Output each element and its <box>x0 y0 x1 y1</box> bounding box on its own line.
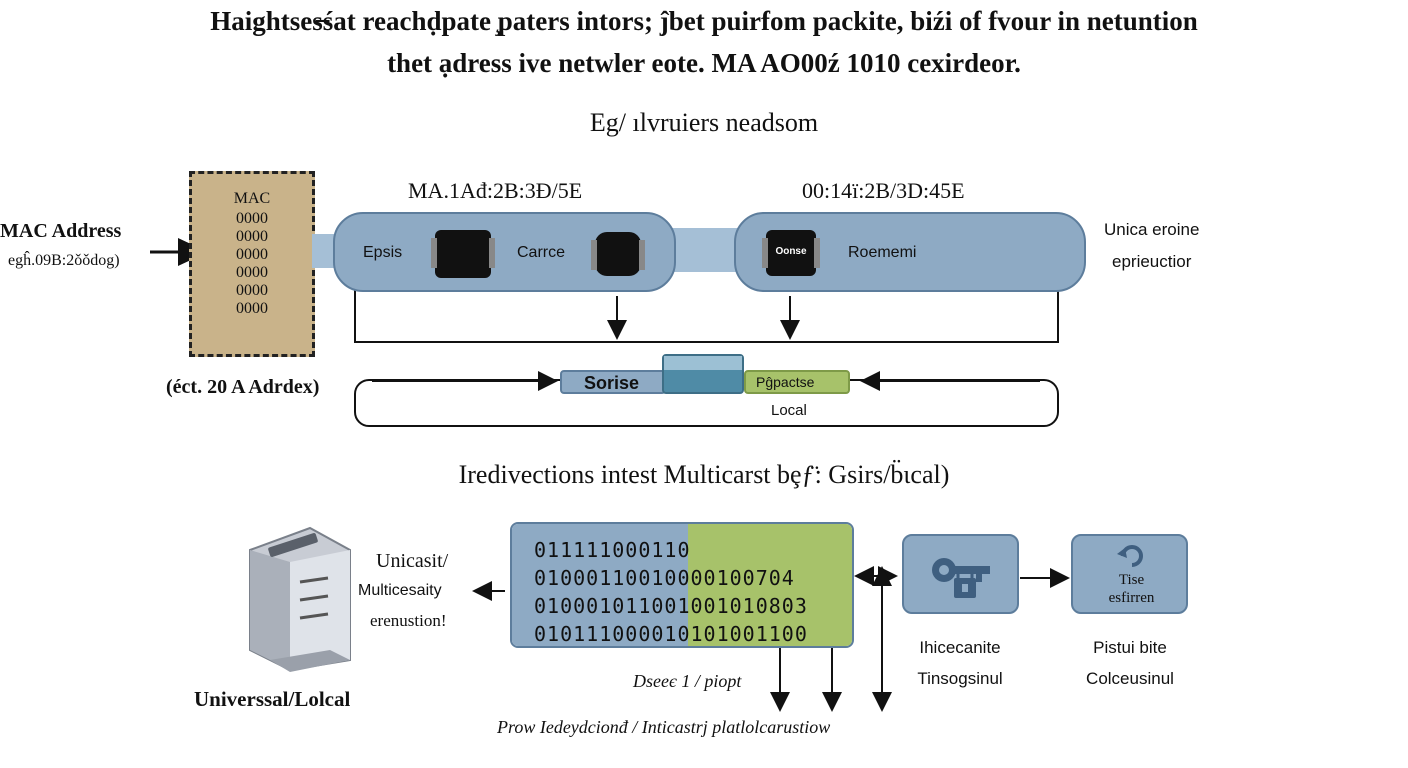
refresh-icon <box>1117 545 1143 567</box>
tse-box: Tise esfirren <box>1071 534 1188 614</box>
header-line-1: Haightses̶śat reachḍpate ̧paters intors… <box>210 6 1198 36</box>
mac-address-example: egĥ.09B:2ǒǒdog) <box>8 252 120 269</box>
mac-bit-row: 0000 <box>236 300 268 317</box>
binary-row: 011111000110 <box>534 538 691 562</box>
device-pill-left: Epsis Carrce <box>333 212 676 292</box>
tse-line-2: esfirren <box>1108 590 1155 606</box>
middle-block <box>662 354 744 394</box>
binary-caption: Dseeє 1 / piopt <box>633 671 742 691</box>
binary-block: 011111000110 01000110010000100704 010001… <box>510 522 854 648</box>
bottom-caption: Prow Iedeydcionđ / Inticastrj platlolcar… <box>497 717 831 737</box>
binary-row: 010001011001001010803 <box>534 594 808 618</box>
mac-bit-row: 0000 <box>236 210 268 227</box>
section-1-title: Eg/ ılvruiers neadsom <box>589 108 819 137</box>
device-label-epsis: Epsis <box>363 244 403 261</box>
binary-row: 01000110010000100704 <box>534 566 795 590</box>
pgpactse-label: Pĝpactse <box>756 374 815 390</box>
binary-row: 010111000010101001100 <box>534 622 808 646</box>
tse-caption-1: Pistui bite <box>1093 638 1167 657</box>
mac-bit-row: 0000 <box>236 246 268 263</box>
server-caption-1: Unicasit/ <box>376 550 449 572</box>
server-icon <box>249 526 351 672</box>
address-left: MA.1Ađ:2B:3Đ/5E <box>408 178 583 203</box>
local-label: Local <box>771 402 807 419</box>
ethernet-port-icon <box>591 232 645 276</box>
sorise-bar: Sorise <box>560 370 666 394</box>
mac-address-box: MAC 0000 0000 0000 0000 0000 0000 <box>189 171 315 357</box>
universal-local-label: Universsal/Lolcal <box>194 687 351 711</box>
key-lock-icon <box>932 558 990 598</box>
ethernet-port-icon <box>431 230 495 278</box>
top-bracket <box>354 290 1059 343</box>
ethernet-port-icon: Oonse <box>762 230 820 276</box>
tse-line-1: Tise <box>1118 572 1145 588</box>
server-caption-2: Multicesaity <box>358 582 442 599</box>
right-note-line-2: eprieuctior <box>1112 252 1192 271</box>
port-text: Oonse <box>775 246 807 257</box>
address-right: 00:14ї:2B/3D:45E <box>802 178 965 203</box>
key-lock-box <box>902 534 1019 614</box>
device-label-carrce: Carrce <box>517 244 566 261</box>
section-2-title: Iredivections intest Multicarst bȩƒ̈: Gs… <box>458 460 950 489</box>
mac-bottom-caption: (éct. 20 A Adrdex) <box>166 376 320 398</box>
sorise-label: Sorise <box>584 373 640 393</box>
key-caption-1: Ihicecanite <box>919 638 1001 657</box>
pgpactse-bar: Pĝpactse <box>744 370 850 394</box>
tse-caption-2: Colceusinul <box>1086 669 1174 688</box>
mac-bit-row: 0000 <box>236 264 268 281</box>
right-note-line-1: Unicа eroine <box>1104 220 1200 239</box>
device-label-roememi: Roememi <box>848 244 917 261</box>
mac-bit-row: 0000 <box>236 282 268 299</box>
key-caption-2: Tinsogsinul <box>917 669 1003 688</box>
server-caption-3: erenustion! <box>370 611 447 630</box>
mac-bit-row: 0000 <box>236 228 268 245</box>
header-line-2: thet ạdress ive netwler eote. MA AO00ź … <box>387 48 1021 78</box>
device-pill-right: Oonse Roememi <box>734 212 1086 292</box>
mac-address-title: MAC Address <box>0 220 122 242</box>
mac-box-label: MAC <box>233 190 271 207</box>
